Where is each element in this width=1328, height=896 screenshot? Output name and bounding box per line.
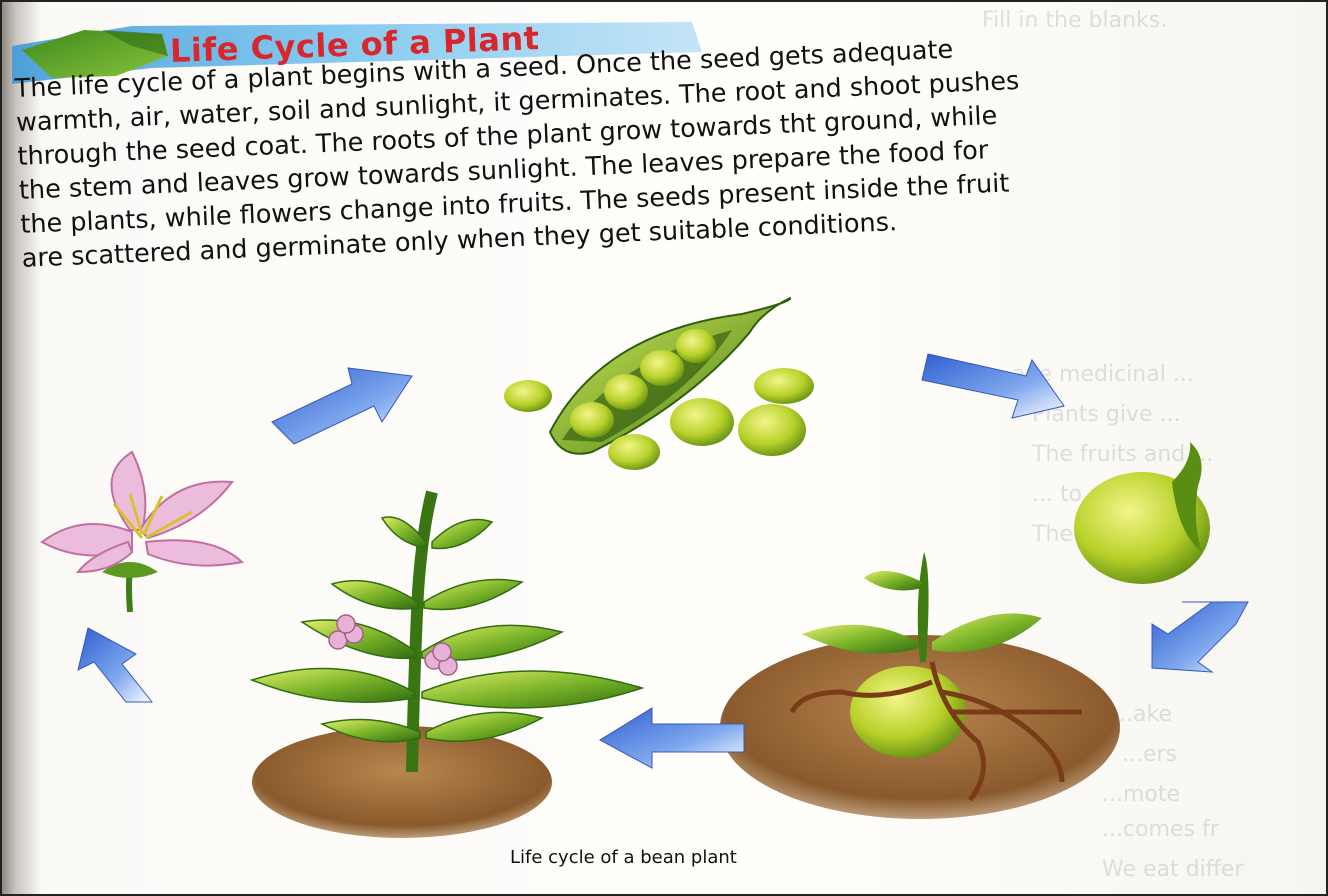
figure-caption: Life cycle of a bean plant	[510, 847, 737, 868]
pea-pod-icon	[504, 298, 814, 470]
seedling-icon	[720, 552, 1120, 819]
bean-seed-icon	[1074, 442, 1210, 584]
cycle-arrow	[1152, 602, 1248, 672]
life-cycle-diagram	[2, 272, 1328, 896]
flower-icon	[42, 452, 242, 612]
cycle-arrow	[78, 628, 152, 702]
mature-plant-icon	[252, 492, 642, 838]
cycle-arrow	[922, 354, 1064, 418]
cycle-arrow	[272, 368, 412, 444]
